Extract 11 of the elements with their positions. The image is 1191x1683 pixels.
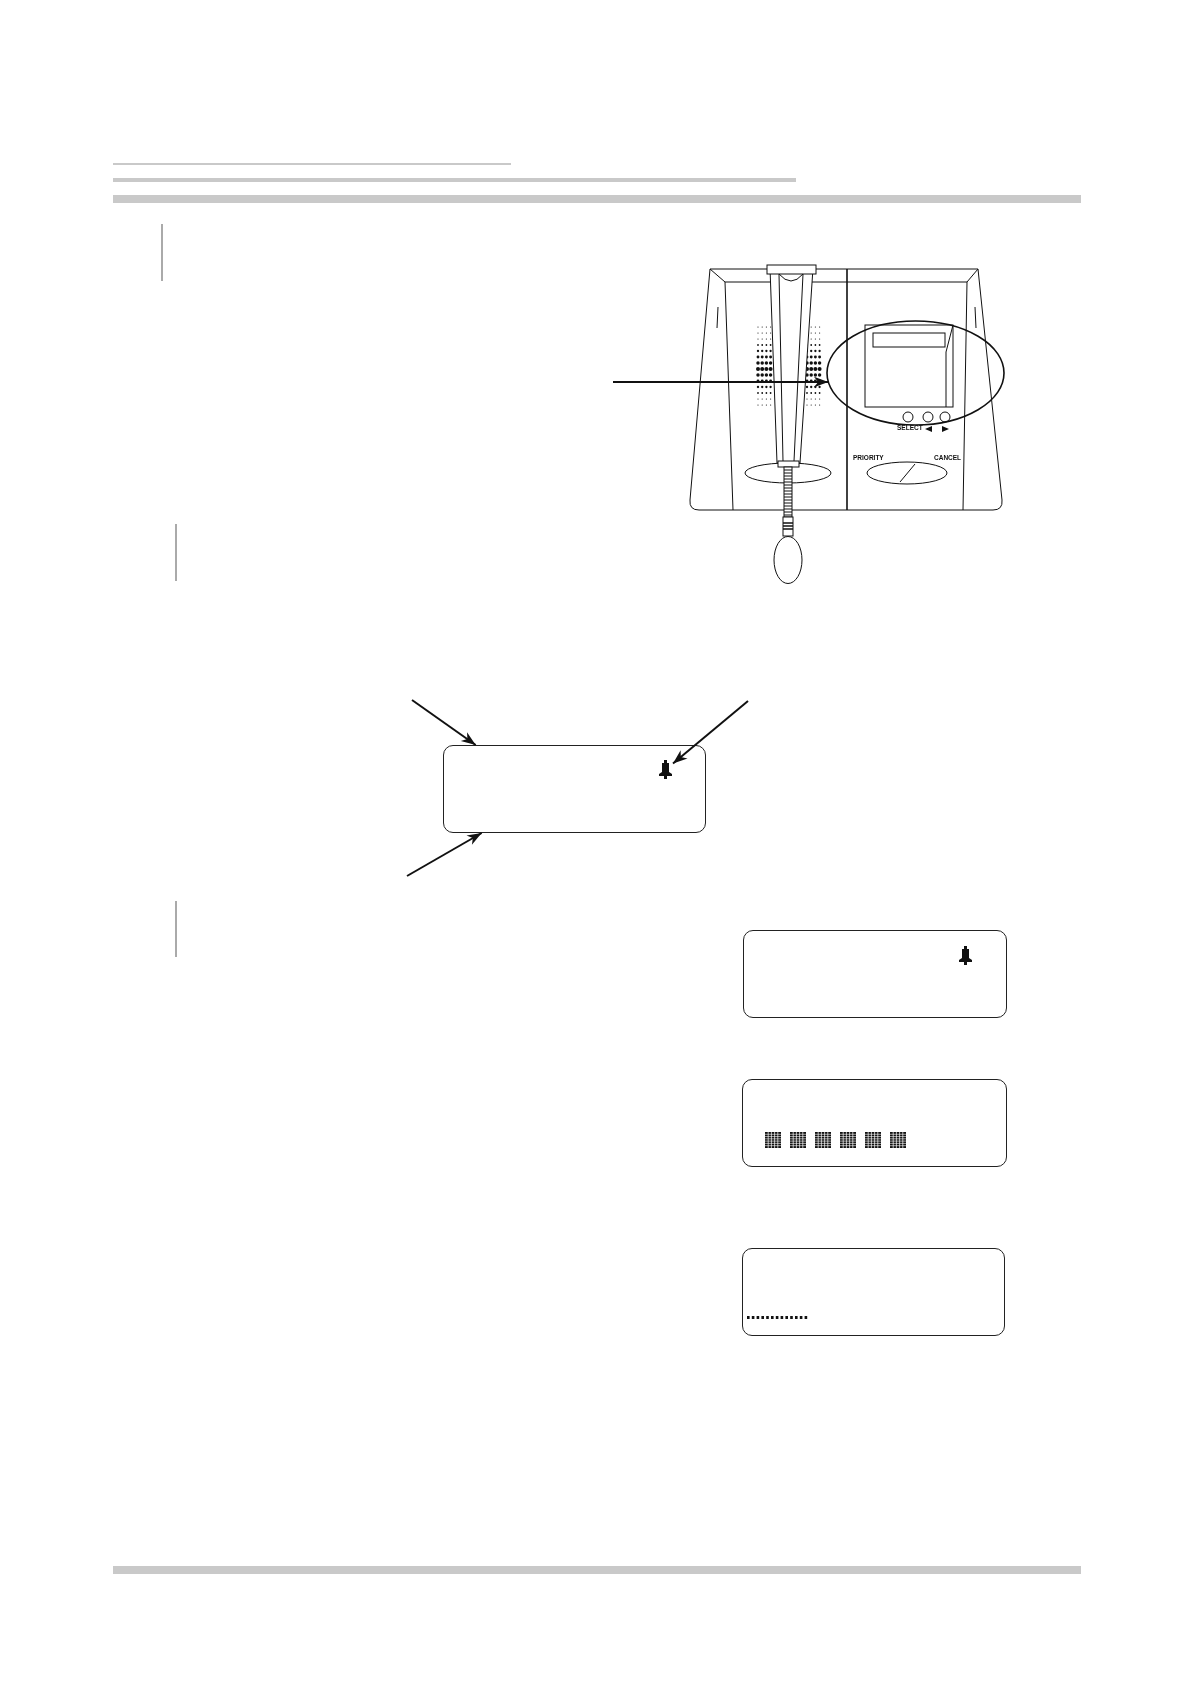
bell-icon bbox=[958, 946, 973, 965]
lcd-display bbox=[742, 1079, 1007, 1167]
leader-arrow bbox=[406, 832, 483, 877]
bell-icon bbox=[658, 760, 673, 779]
lcd-display bbox=[443, 745, 706, 833]
leader-arrow bbox=[612, 376, 830, 388]
lcd-display bbox=[742, 1248, 1005, 1336]
leader-arrow bbox=[411, 699, 477, 746]
highlight-ellipse bbox=[826, 320, 1005, 426]
lcd-display bbox=[743, 930, 1007, 1018]
leader-arrow bbox=[672, 700, 749, 765]
